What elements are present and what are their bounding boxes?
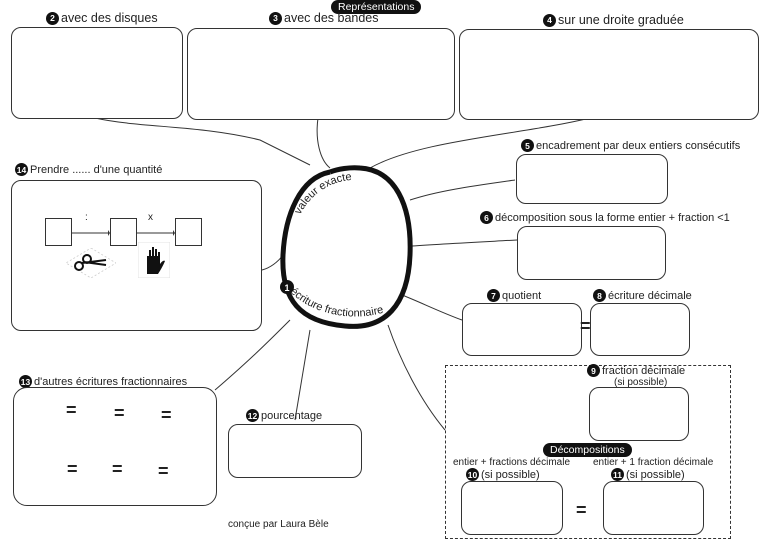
center-loop (280, 165, 413, 329)
node-entier-fraction-label: 11 (si possible) (611, 468, 685, 481)
autres-equals-6: = (158, 461, 169, 481)
credit-text: conçue par Laura Bèle (228, 519, 329, 530)
node-droite-label: 4 sur une droite graduée (543, 13, 684, 27)
node-disques-label: 2 avec des disques (46, 11, 158, 25)
node-fraction-decimale-number: 9 (587, 364, 600, 377)
node-autres-text: d'autres écritures fractionnaires (34, 375, 188, 388)
node-disques-box[interactable] (11, 27, 183, 119)
prendre-square-1 (45, 218, 72, 246)
decompositions-equals: = (576, 500, 587, 520)
autres-equals-3: = (161, 405, 172, 425)
prendre-square-3 (175, 218, 202, 246)
hand-icon (138, 242, 170, 278)
autres-equals-2: = (114, 403, 125, 423)
node-bandes-label: 3 avec des bandes (269, 11, 379, 25)
node-quotient-label: 7 quotient (487, 289, 541, 302)
scissors-icon (66, 248, 116, 278)
prendre-square-2 (110, 218, 137, 246)
node-disques-text: avec des disques (61, 11, 158, 25)
node-autres-box[interactable] (13, 387, 217, 506)
node-decomposition-label: 6 décomposition sous la forme entier + f… (480, 211, 730, 224)
divide-operator: : (85, 212, 88, 223)
node-fraction-decimale-box[interactable] (589, 387, 689, 441)
node-fraction-decimale-text: fraction décimale (602, 364, 686, 377)
node-quotient-box[interactable] (462, 303, 582, 356)
node-bandes-box[interactable] (187, 28, 455, 120)
node-quotient-number: 7 (487, 289, 500, 302)
node-entier-fractions-number: 10 (466, 468, 479, 481)
node-entier-fractions-box[interactable] (461, 481, 563, 535)
node-ecriture-decimale-text: écriture décimale (608, 289, 692, 302)
node-fraction-decimale-sub: (si possible) (614, 377, 668, 388)
node-droite-text: sur une droite graduée (558, 13, 684, 27)
node-encadrement-number: 5 (521, 139, 534, 152)
autres-equals-4: = (67, 459, 78, 479)
node-autres-number: 13 (19, 375, 32, 388)
node-bandes-number: 3 (269, 11, 282, 25)
node-decomposition-box[interactable] (517, 226, 666, 280)
center-number: 1 (284, 283, 289, 293)
node-entier-fractions-sub: (si possible) (481, 468, 540, 481)
node-pourcentage-label: 12 pourcentage (246, 409, 322, 422)
node-prendre-label: 14 Prendre ...... d'une quantité (15, 163, 162, 176)
node-pourcentage-number: 12 (246, 409, 259, 422)
node-ecriture-decimale-box[interactable] (590, 303, 690, 356)
autres-equals-5: = (112, 459, 123, 479)
node-bandes-text: avec des bandes (284, 11, 379, 25)
node-prendre-number: 14 (15, 163, 28, 176)
node-prendre-text: Prendre ...... d'une quantité (30, 163, 163, 176)
node-encadrement-box[interactable] (516, 154, 668, 204)
node-entier-fractions-text: entier + fractions décimale (453, 457, 571, 468)
node-pourcentage-box[interactable] (228, 424, 362, 478)
node-entier-fraction-number: 11 (611, 468, 624, 481)
node-pourcentage-text: pourcentage (261, 409, 323, 422)
node-disques-number: 2 (46, 11, 59, 25)
node-fraction-decimale-label: 9 fraction décimale (587, 364, 685, 377)
prendre-arrows (72, 230, 175, 236)
node-ecriture-decimale-number: 8 (593, 289, 606, 302)
node-entier-fraction-sub: (si possible) (626, 468, 685, 481)
node-ecriture-decimale-label: 8 écriture décimale (593, 289, 692, 302)
node-prendre-box[interactable] (11, 180, 262, 331)
node-droite-box[interactable] (459, 29, 759, 120)
node-encadrement-text: encadrement par deux entiers consécutifs (536, 139, 741, 152)
times-operator: x (148, 212, 153, 223)
representations-pill: Représentations (331, 0, 422, 14)
node-autres-label: 13 d'autres écritures fractionnaires (19, 375, 187, 388)
node-encadrement-label: 5 encadrement par deux entiers consécuti… (521, 139, 740, 152)
node-entier-fractions-label: 10 (si possible) (466, 468, 540, 481)
decompositions-pill: Décompositions (543, 443, 632, 457)
node-droite-number: 4 (543, 13, 556, 27)
node-decomposition-text: décomposition sous la forme entier + fra… (495, 211, 730, 224)
node-quotient-text: quotient (502, 289, 542, 302)
quotient-equals: = (580, 316, 591, 336)
node-entier-fraction-box[interactable] (603, 481, 704, 535)
node-entier-fraction-text: entier + 1 fraction décimale (593, 457, 714, 468)
autres-equals-1: = (66, 400, 77, 420)
node-decomposition-number: 6 (480, 211, 493, 224)
center-number-badge (280, 280, 294, 294)
